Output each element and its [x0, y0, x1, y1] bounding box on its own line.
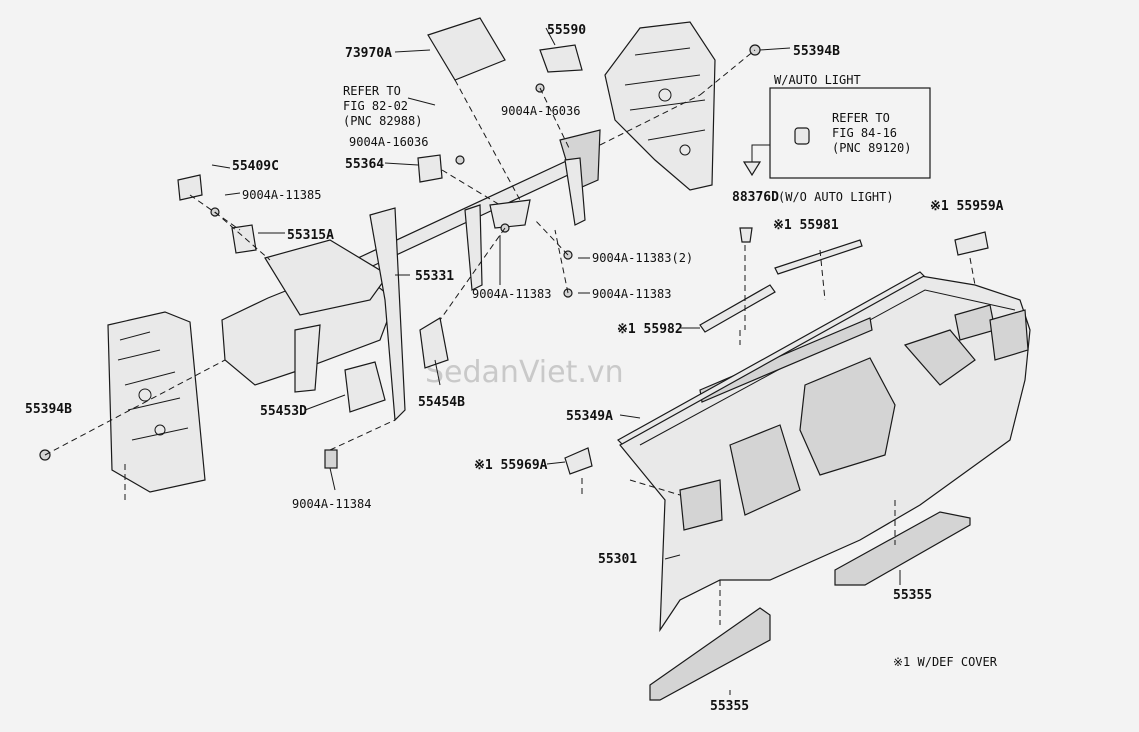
- part-55315A: [231, 224, 257, 254]
- label-55355-bottom: 55355: [710, 699, 749, 714]
- label-55969A: ※1 55969A: [474, 458, 548, 473]
- bracket-55590: [539, 44, 583, 73]
- label-refer-fig84-line3: (PNC 89120): [832, 141, 911, 155]
- cover-55959A: [954, 231, 989, 256]
- label-55959A: ※1 55959A: [930, 199, 1004, 214]
- cover-55981: [774, 239, 863, 275]
- label-88376D: 88376D: [732, 190, 779, 205]
- cover-55982: [699, 284, 776, 333]
- label-9004A-16036-right: 9004A-16036: [501, 104, 580, 118]
- label-55982: ※1 55982: [617, 322, 683, 337]
- label-refer-fig82-line1: REFER TO: [343, 84, 401, 98]
- label-9004A-11384: 9004A-11384: [292, 497, 371, 511]
- mat-55355-right: [834, 511, 971, 586]
- label-55590: 55590: [547, 23, 586, 38]
- instrument-panel-55301: [619, 274, 1031, 633]
- label-55409C: 55409C: [232, 159, 279, 174]
- auto-light-box: [769, 87, 931, 179]
- bracket-55454B: [419, 317, 449, 369]
- cover-55969A: [564, 447, 593, 475]
- label-9004A-16036-left: 9004A-16036: [349, 135, 428, 149]
- label-55394B-top: 55394B: [793, 44, 840, 59]
- label-9004A-11383-left: 9004A-11383: [472, 287, 551, 301]
- footnote-def-cover: ※1 W/DEF COVER: [893, 655, 998, 669]
- label-refer-fig84-line1: REFER TO: [832, 111, 890, 125]
- label-55331: 55331: [415, 269, 454, 284]
- label-55453D: 55453D: [260, 404, 307, 419]
- label-55315A: 55315A: [287, 228, 334, 243]
- auto-light-leader: [751, 144, 770, 165]
- label-9004A-11383-2: 9004A-11383(2): [592, 251, 693, 265]
- label-w-auto-light: W/AUTO LIGHT: [774, 73, 861, 87]
- label-55394B-left: 55394B: [25, 402, 72, 417]
- arrow-down-icon: [742, 161, 762, 177]
- strip-55349A: [617, 271, 925, 445]
- left-body-panel: [107, 311, 206, 493]
- auto-light-sensor-icon: [794, 127, 810, 145]
- label-55355-right: 55355: [893, 588, 932, 603]
- steering-support-beam: [221, 129, 601, 422]
- label-refer-fig82-line3: (PNC 82988): [343, 114, 422, 128]
- watermark-text: SedanViet.vn: [425, 355, 624, 390]
- label-88376D-note: (W/O AUTO LIGHT): [778, 190, 894, 204]
- right-body-panel: [604, 21, 716, 191]
- label-55981: ※1 55981: [773, 218, 839, 233]
- label-refer-fig84-line2: FIG 84-16: [832, 126, 897, 140]
- dashed-leaders: [44, 49, 976, 625]
- clip-55364: [417, 154, 443, 183]
- label-55349A: 55349A: [566, 409, 613, 424]
- label-55454B: 55454B: [418, 395, 465, 410]
- cover-73970A: [427, 17, 506, 81]
- label-55301: 55301: [598, 552, 637, 567]
- bracket-55453D: [344, 361, 386, 413]
- label-55364: 55364: [345, 157, 384, 172]
- part-55409C: [177, 174, 203, 201]
- mat-55355-bottom: [649, 607, 771, 701]
- label-refer-fig82-line2: FIG 82-02: [343, 99, 408, 113]
- sensor-88376D: [739, 227, 753, 243]
- label-9004A-11383-right: 9004A-11383: [592, 287, 671, 301]
- label-73970A: 73970A: [345, 46, 392, 61]
- label-leaders: [211, 27, 901, 695]
- label-9004A-11385: 9004A-11385: [242, 188, 321, 202]
